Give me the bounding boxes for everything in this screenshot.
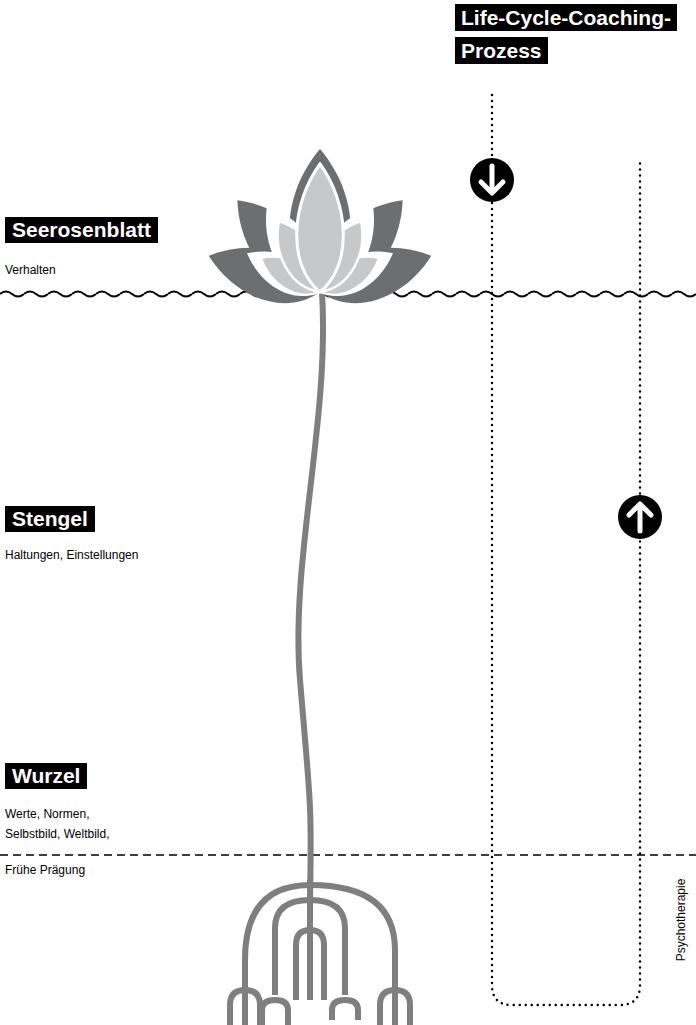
up-arrow-icon	[618, 495, 662, 539]
down-arrow-icon	[470, 158, 514, 202]
dashed-boundary	[0, 854, 696, 856]
section-heading: SeerosenblattVerhalten	[5, 217, 205, 280]
heading-description: Haltungen, Einstellungen	[5, 545, 205, 565]
vertical-label: Psychotherapie	[673, 879, 689, 962]
roots	[230, 880, 410, 1025]
title-block: Life-Cycle-Coaching- Prozess	[455, 2, 691, 68]
heading-row: Wurzel	[5, 763, 137, 789]
heading-row: Seerosenblatt	[5, 217, 205, 243]
section-heading: WurzelWerte, Normen, Selbstbild, Weltbil…	[5, 763, 137, 844]
heading-description: Werte, Normen, Selbstbild, Weltbild,	[5, 804, 137, 844]
heading-row: Stengel	[5, 506, 205, 532]
process-path	[492, 95, 640, 1005]
heading-label: Wurzel	[5, 763, 87, 789]
heading-description: Verhalten	[5, 260, 205, 280]
heading-label: Seerosenblatt	[5, 217, 158, 243]
stem	[298, 292, 323, 900]
note-label: Frühe Prägung	[5, 862, 85, 878]
heading-label: Stengel	[5, 506, 95, 532]
lotus-flower	[201, 149, 439, 316]
title-text: Life-Cycle-Coaching- Prozess	[455, 4, 677, 64]
section-heading: StengelHaltungen, Einstellungen	[5, 506, 205, 565]
